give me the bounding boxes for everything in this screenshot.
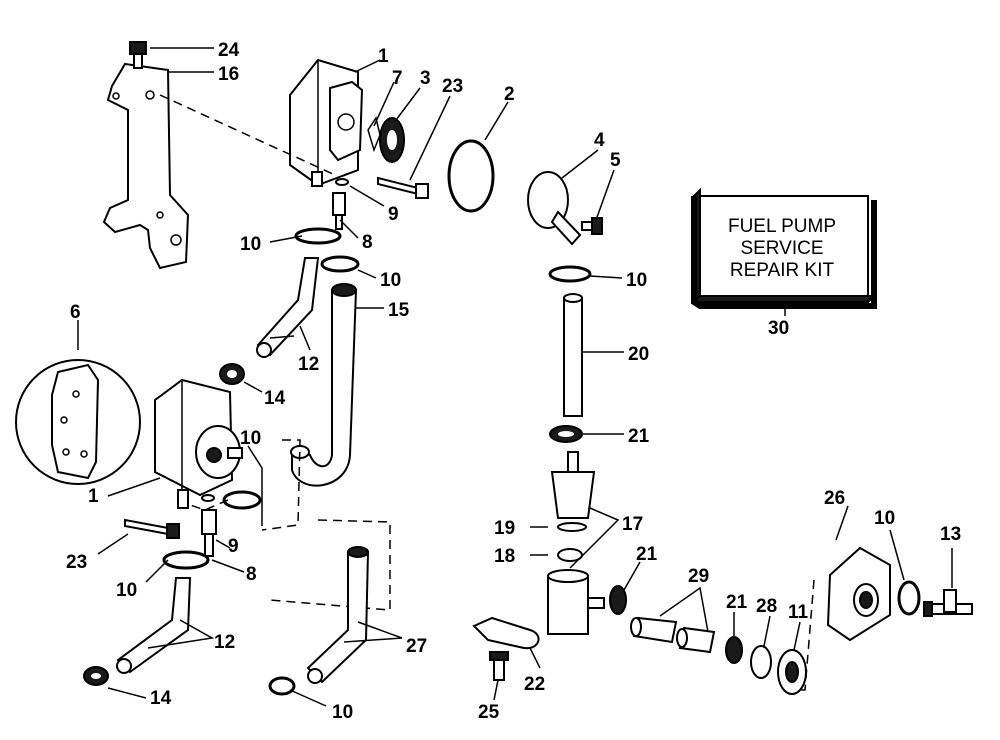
callout-29: 29 [688, 566, 709, 587]
grommet-11 [777, 649, 807, 695]
hose-27 [306, 546, 370, 684]
spring-clamp-top [219, 363, 245, 385]
callout-10: 10 [332, 702, 353, 723]
callout-20: 20 [628, 344, 649, 365]
callout-2: 2 [504, 84, 515, 105]
callout-4: 4 [594, 130, 605, 151]
kit-title-line2: SERVICE [740, 238, 823, 259]
callout-25: 25 [478, 702, 500, 723]
o-ring-large [447, 139, 495, 213]
clamp-top-right [320, 255, 360, 273]
callout-14: 14 [264, 388, 286, 409]
o-ring-19 [557, 522, 587, 532]
spring-clamp-low [83, 666, 109, 686]
callout-12: 12 [214, 632, 235, 653]
callout-8: 8 [246, 564, 257, 585]
clamp-top-left [294, 227, 342, 245]
gasket [367, 116, 381, 153]
bracket-screw [129, 41, 147, 69]
callout-21: 21 [726, 592, 748, 613]
clip-22 [472, 616, 540, 650]
screw-low [124, 518, 180, 539]
callout-21: 21 [636, 544, 658, 565]
hose-low [116, 577, 192, 674]
tee-fitting-13 [923, 589, 973, 617]
screw-top [377, 176, 429, 199]
callout-11: 11 [788, 602, 809, 623]
cap-screw [581, 217, 603, 235]
kit-title-line3: REPAIR KIT [730, 260, 835, 281]
hose-straight [563, 293, 583, 417]
clamp-right-top [548, 265, 592, 283]
callout-12: 12 [298, 354, 319, 375]
hose-29-a [630, 616, 678, 644]
clamp-21-c [725, 636, 743, 664]
screw-25 [489, 651, 509, 681]
fitting-low [201, 494, 217, 557]
callout-7: 7 [392, 68, 403, 89]
callout-23: 23 [442, 76, 463, 97]
callout-17: 17 [622, 514, 643, 535]
callout-labels: 24 16 1 7 3 23 2 4 5 9 10 8 10 15 10 30 … [66, 40, 961, 723]
callout-26: 26 [824, 488, 845, 509]
callout-24: 24 [218, 40, 240, 61]
callout-10: 10 [380, 270, 401, 291]
primer-cap [527, 171, 582, 246]
callout-10: 10 [626, 270, 647, 291]
filter-element [550, 451, 596, 519]
repair-kit-box: FUEL PUMP SERVICE REPAIR KIT [691, 187, 877, 309]
callout-9: 9 [388, 204, 399, 225]
clamp-low-b [162, 550, 210, 570]
hose-long [290, 283, 358, 487]
callout-18: 18 [494, 546, 515, 567]
callout-10: 10 [240, 234, 261, 255]
hose-top [256, 257, 320, 358]
callout-9: 9 [228, 536, 239, 557]
callout-10: 10 [116, 580, 137, 601]
clamp-21-a [549, 425, 583, 443]
callout-16: 16 [218, 64, 239, 85]
callout-19: 19 [494, 518, 515, 539]
clamp-bottom [268, 676, 296, 696]
callout-3: 3 [420, 68, 431, 89]
cover-26 [826, 546, 891, 642]
clamp-low-a [222, 490, 262, 510]
callout-1: 1 [378, 46, 389, 67]
washer-28 [750, 645, 772, 679]
callout-13: 13 [940, 524, 961, 545]
callout-1: 1 [88, 486, 99, 507]
callout-5: 5 [610, 150, 621, 171]
clamp-21-b [609, 585, 627, 615]
callout-8: 8 [362, 232, 373, 253]
diaphragm-detail [15, 359, 141, 485]
callout-10: 10 [874, 508, 895, 529]
clamp-10-right [897, 580, 921, 616]
callout-23: 23 [66, 552, 87, 573]
callout-22: 22 [524, 674, 545, 695]
callout-6: 6 [70, 302, 81, 323]
callout-10: 10 [240, 428, 261, 449]
callout-21: 21 [628, 426, 650, 447]
kit-title-line1: FUEL PUMP [728, 216, 836, 237]
filter-screen [379, 117, 405, 163]
callout-30: 30 [768, 318, 789, 339]
callout-27: 27 [406, 636, 427, 657]
leader-lines [77, 47, 953, 707]
fitting-top [332, 178, 349, 230]
callout-14: 14 [150, 688, 172, 709]
hose-29-b [676, 626, 716, 654]
bracket [102, 62, 190, 270]
callout-15: 15 [388, 300, 410, 321]
fuel-pump-top [289, 58, 364, 187]
callout-28: 28 [756, 596, 777, 617]
filter-bowl [547, 569, 605, 635]
fuel-pump-low [154, 378, 243, 509]
